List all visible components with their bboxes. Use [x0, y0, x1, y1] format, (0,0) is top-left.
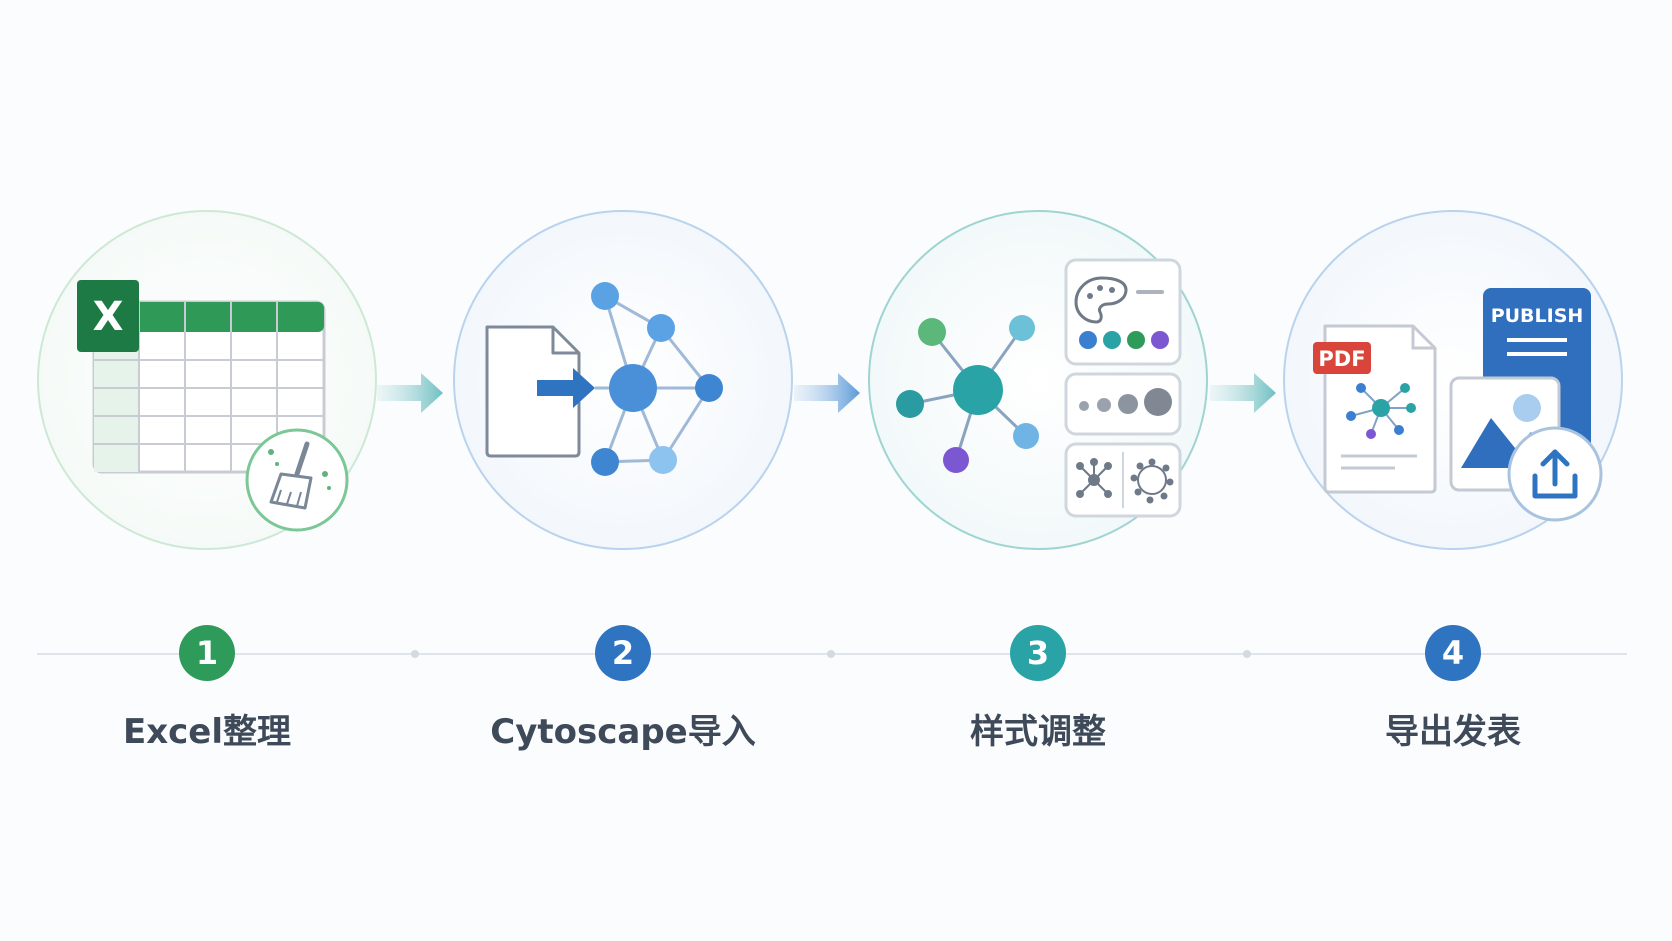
step-2-label: Cytoscape导入	[490, 712, 756, 752]
export-publish-icon: PUBLISH PDF	[1313, 288, 1603, 522]
step-4-label: 导出发表	[1385, 712, 1521, 752]
color-palette-panel	[1064, 258, 1182, 366]
pdf-document-icon: PDF	[1313, 324, 1437, 494]
step-1-illustration: X	[37, 210, 377, 550]
step-4-number-badge: 4	[1425, 625, 1481, 681]
upload-icon[interactable]	[1507, 426, 1603, 522]
timeline-tick	[827, 650, 835, 658]
step-3-label: 样式调整	[970, 712, 1106, 752]
step-4-illustration: PUBLISH PDF	[1283, 210, 1623, 550]
force-layout-icon	[1076, 458, 1112, 498]
circular-layout-icon	[1130, 458, 1174, 504]
publish-badge-text: PUBLISH	[1491, 305, 1584, 327]
step-2-number-badge: 2	[595, 625, 651, 681]
arrow-right-icon	[377, 373, 443, 413]
arrow-right-icon	[1210, 373, 1276, 413]
step-3-number-badge: 3	[1010, 625, 1066, 681]
step-1-number-badge: 1	[179, 625, 235, 681]
node-size-panel	[1064, 372, 1182, 436]
timeline-tick	[411, 650, 419, 658]
document-icon	[485, 325, 581, 458]
style-adjust-icon	[896, 258, 1182, 518]
excel-logo-letter: X	[93, 294, 124, 340]
import-arrow-icon	[537, 368, 595, 408]
timeline-tick	[1243, 650, 1251, 658]
step-1-label: Excel整理	[122, 712, 292, 752]
palette-icon	[1074, 276, 1128, 324]
step-3-illustration	[868, 210, 1208, 550]
arrow-right-icon	[794, 373, 860, 413]
broom-icon	[268, 441, 331, 510]
layout-panel	[1064, 442, 1182, 518]
excel-spreadsheet-icon: X	[77, 280, 349, 532]
pdf-badge-text: PDF	[1318, 347, 1365, 371]
network-import-icon	[485, 282, 723, 476]
step-2-illustration	[453, 210, 793, 550]
